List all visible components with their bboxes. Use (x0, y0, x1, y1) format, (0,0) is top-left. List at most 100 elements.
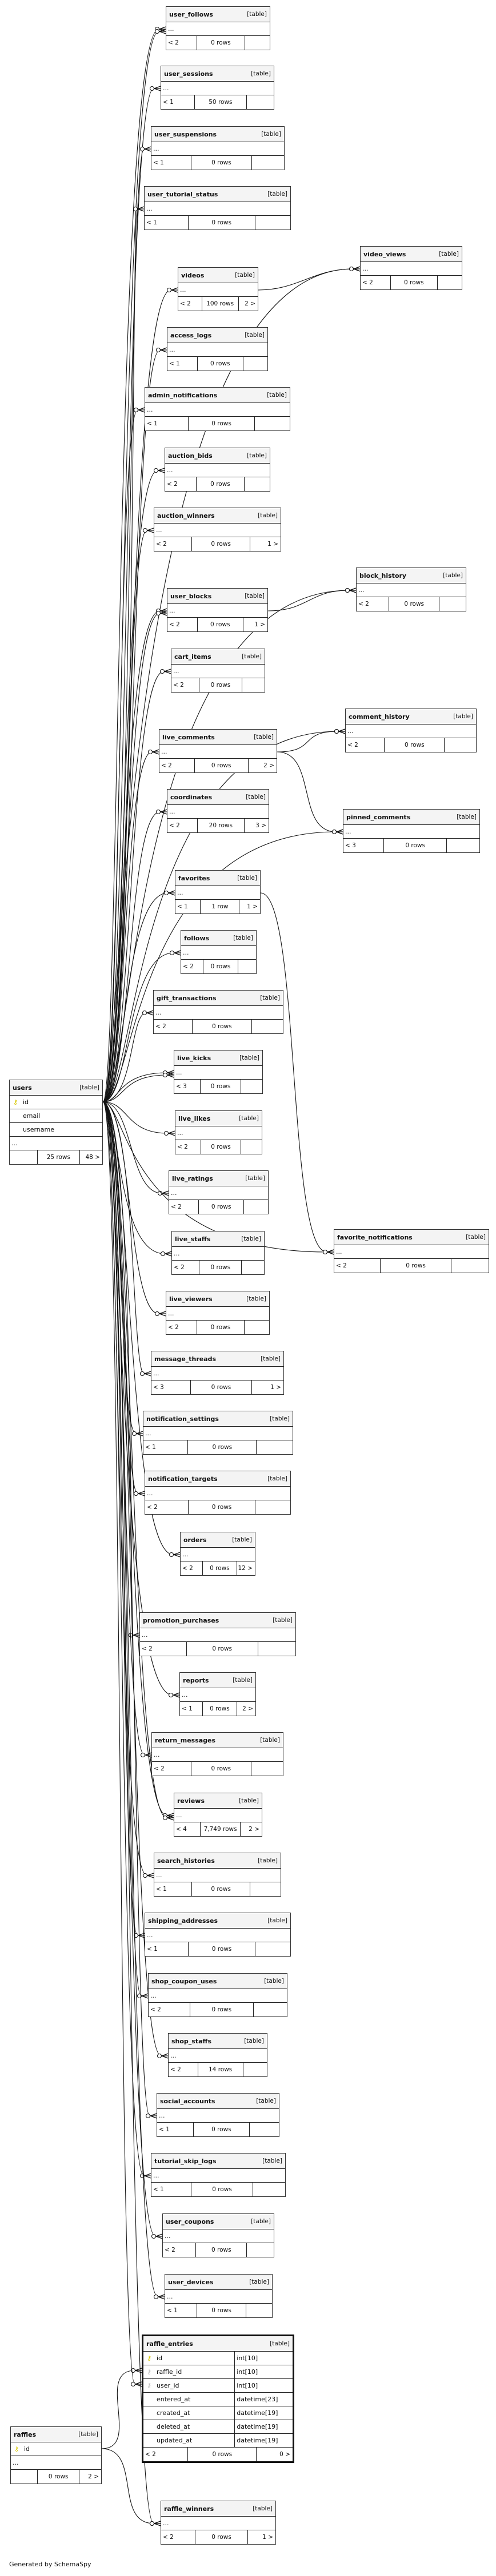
parents-link[interactable]: < 1 (165, 2304, 198, 2317)
table-name[interactable]: favorites (178, 874, 210, 882)
children-link[interactable] (254, 2003, 287, 2016)
parents-link[interactable]: < 2 (152, 1762, 191, 1776)
hidden-columns-row[interactable]: ... (167, 343, 267, 357)
table-name[interactable]: live_likes (178, 1114, 211, 1122)
hidden-columns-row[interactable]: ... (163, 2229, 274, 2243)
parents-link[interactable]: < 2 (159, 759, 195, 772)
children-link[interactable] (245, 477, 270, 491)
parents-link[interactable]: < 2 (143, 2448, 189, 2461)
parents-link[interactable]: < 1 (151, 2183, 192, 2196)
parents-link[interactable]: < 1 (180, 1702, 203, 1716)
parents-link[interactable]: < 3 (343, 839, 385, 852)
children-link[interactable] (246, 2304, 272, 2317)
children-link[interactable]: 12 > (238, 1565, 253, 1572)
children-link[interactable]: 1 > (262, 2534, 273, 2541)
parents-link[interactable]: < 2 (181, 960, 204, 973)
children-link[interactable] (244, 1200, 268, 1214)
children-link[interactable] (250, 2123, 279, 2136)
children-link[interactable] (445, 738, 476, 752)
children-link[interactable] (253, 2183, 285, 2196)
hidden-columns-row[interactable]: ... (169, 2049, 267, 2063)
table-name[interactable]: auction_winners (157, 512, 215, 520)
parents-link[interactable]: < 2 (361, 276, 391, 289)
table-name[interactable]: user_devices (168, 2278, 214, 2286)
hidden-columns-row[interactable]: ... (151, 1367, 283, 1380)
table-name[interactable]: favorite_notifications (337, 1233, 413, 1241)
children-link[interactable] (255, 417, 290, 430)
children-link[interactable] (250, 1882, 281, 1896)
hidden-columns-row[interactable]: ... (175, 1126, 262, 1140)
parents-link[interactable]: < 1 (145, 417, 189, 430)
parents-link[interactable]: < 1 (175, 900, 201, 913)
children-link[interactable]: 2 > (263, 762, 274, 769)
table-name[interactable]: live_staffs (175, 1235, 211, 1243)
hidden-columns-row[interactable]: ... (165, 464, 270, 477)
hidden-columns-row[interactable]: ... (167, 604, 267, 618)
parents-link[interactable]: < 2 (181, 1561, 203, 1575)
parents-link[interactable]: < 2 (149, 2003, 190, 2016)
table-name[interactable]: user_tutorial_status (147, 190, 218, 198)
hidden-columns-row[interactable]: ... (169, 1186, 268, 1200)
parents-link[interactable]: < 2 (154, 537, 193, 551)
table-name[interactable]: raffle_winners (164, 2505, 214, 2513)
parents-link[interactable]: < 1 (157, 2123, 194, 2136)
children-link[interactable] (251, 1762, 283, 1776)
table-name[interactable]: return_messages (155, 1736, 216, 1744)
parents-link[interactable]: < 3 (174, 1080, 201, 1093)
hidden-columns-row[interactable]: ... (159, 745, 277, 759)
parents-link[interactable]: < 2 (154, 1020, 193, 1033)
children-link[interactable]: 1 > (267, 541, 278, 548)
children-link[interactable] (242, 678, 265, 692)
parents-link[interactable]: < 2 (167, 618, 198, 631)
children-link[interactable]: 2 > (245, 300, 255, 307)
children-link[interactable] (252, 1020, 283, 1033)
hidden-columns-row[interactable]: ... (174, 1066, 262, 1080)
table-name[interactable]: shop_staffs (171, 2037, 211, 2045)
column-row[interactable]: ⚷username (10, 1123, 102, 1137)
children-link[interactable] (243, 357, 267, 371)
table-name[interactable]: promotion_purchases (143, 1616, 219, 1624)
parents-link[interactable]: < 2 (163, 2243, 197, 2257)
parents-link[interactable]: < 2 (334, 1259, 381, 1273)
parents-link[interactable]: < 2 (357, 597, 390, 611)
children-link[interactable] (241, 1080, 262, 1093)
hidden-columns-row[interactable]: ... (145, 202, 290, 216)
parents-link[interactable]: < 2 (145, 1500, 189, 1514)
hidden-columns-row[interactable]: ... (145, 1929, 290, 1942)
parents-link[interactable]: < 2 (167, 819, 198, 832)
children-link[interactable] (451, 1259, 489, 1273)
table-name[interactable]: live_kicks (177, 1054, 211, 1062)
children-link[interactable] (255, 1942, 290, 1956)
column-row[interactable]: ⚷id (11, 2442, 101, 2456)
hidden-columns-row[interactable]: ... (174, 1809, 262, 1822)
hidden-columns-row[interactable]: ... (334, 1245, 489, 1259)
hidden-columns-row[interactable]: ... (343, 825, 479, 839)
children-link[interactable]: 2 > (249, 1826, 259, 1833)
hidden-columns-row[interactable]: ... (346, 724, 476, 738)
children-link[interactable] (255, 1500, 290, 1514)
table-name[interactable]: pinned_comments (346, 813, 411, 821)
hidden-columns-row[interactable]: ... (149, 1989, 287, 2003)
parents-link[interactable]: < 2 (166, 36, 198, 50)
